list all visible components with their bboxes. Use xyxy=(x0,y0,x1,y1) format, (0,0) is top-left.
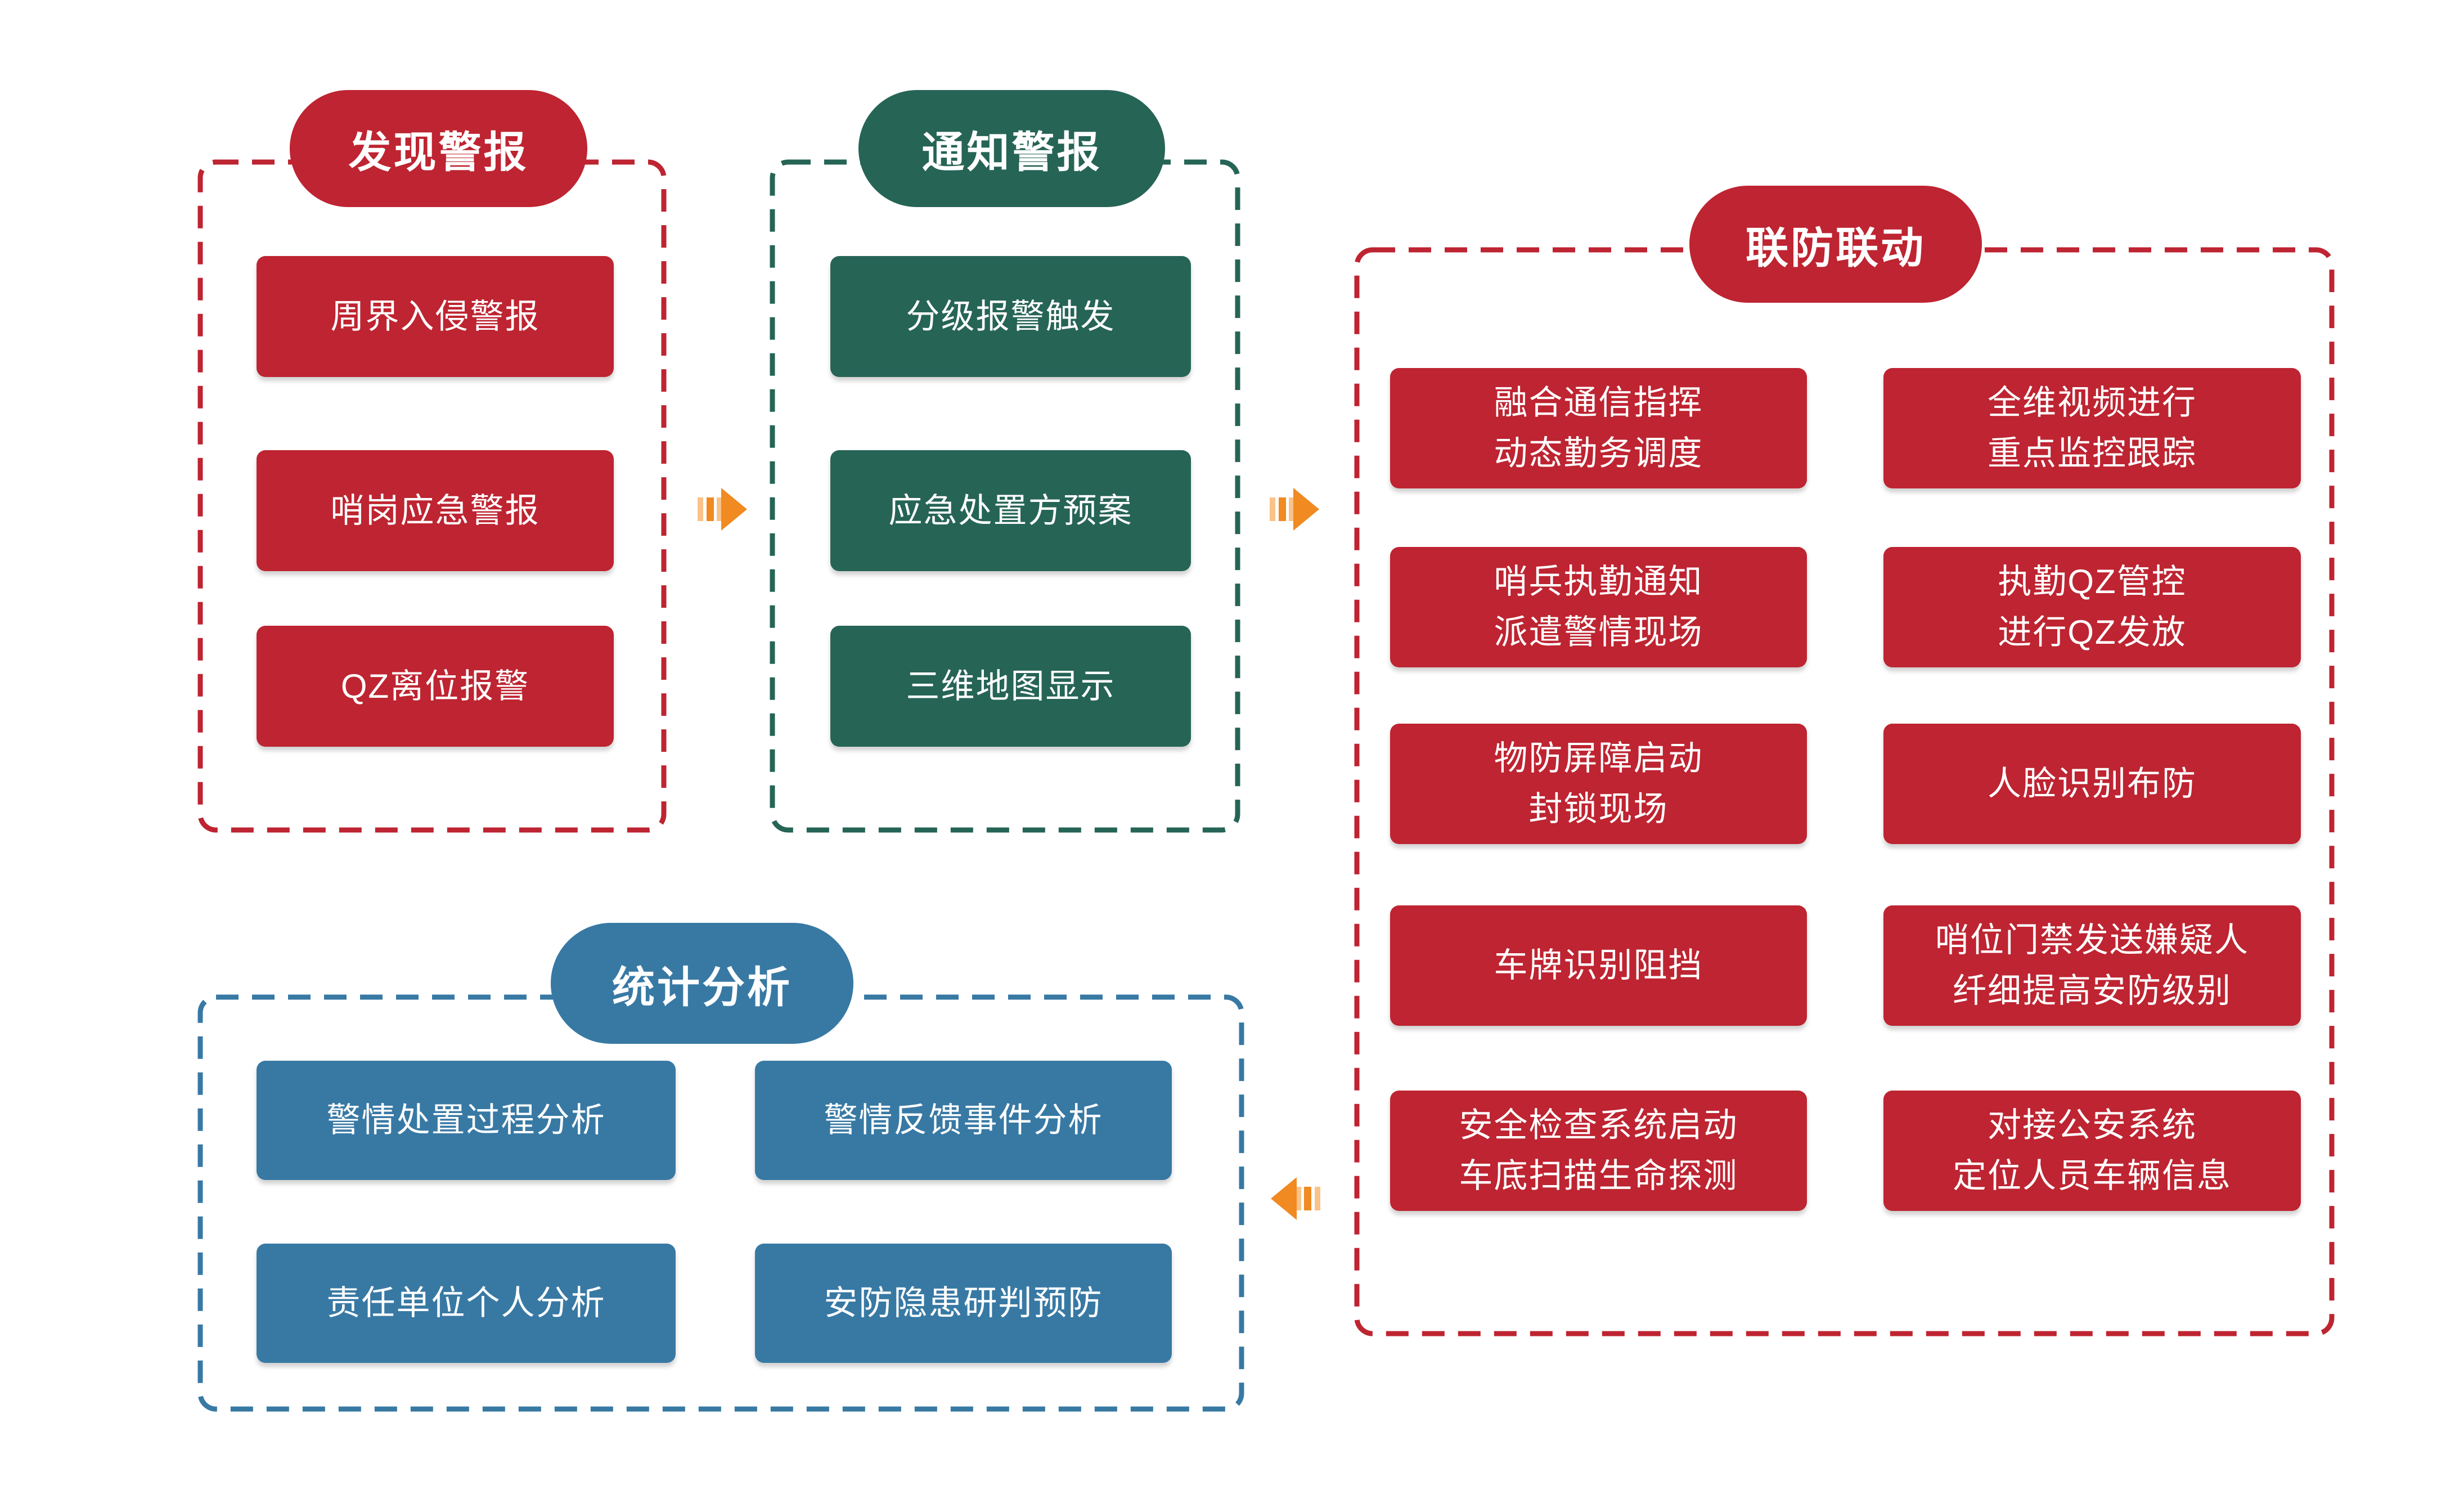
node-sentry-access-suspect-alert: 哨位门禁发送嫌疑人 纤细提高安防级别 xyxy=(1883,905,2301,1026)
node-sentry-emergency-alarm: 哨岗应急警报 xyxy=(257,450,614,571)
node-alarm-feedback-event-analysis: 警情反馈事件分析 xyxy=(755,1061,1172,1180)
arrow-stripe xyxy=(707,497,714,521)
node-graded-alarm-trigger: 分级报警触发 xyxy=(830,256,1191,377)
arrow-stripe xyxy=(1279,497,1286,521)
node-emergency-response-plan: 应急处置方预案 xyxy=(830,450,1191,571)
node-security-check-undercar-scan: 安全检查系统启动 车底扫描生命探测 xyxy=(1390,1091,1807,1211)
node-alarm-handling-process-analysis: 警情处置过程分析 xyxy=(257,1061,676,1180)
pill-discover-alarm-title: 发现警报 xyxy=(290,90,587,207)
pill-joint-defense-title: 联防联动 xyxy=(1689,186,1982,303)
arrow-stripe xyxy=(1270,497,1275,521)
node-face-recognition-deploy: 人脸识别布防 xyxy=(1883,724,2301,844)
node-3d-map-display: 三维地图显示 xyxy=(830,626,1191,747)
pill-notify-alarm-title: 通知警报 xyxy=(858,90,1165,207)
node-police-system-locating: 对接公安系统 定位人员车辆信息 xyxy=(1883,1091,2301,1211)
node-fused-comm-command-dispatch: 融合通信指挥 动态勤务调度 xyxy=(1390,368,1807,488)
node-responsible-unit-person-analysis: 责任单位个人分析 xyxy=(257,1244,676,1363)
node-perimeter-intrusion-alarm: 周界入侵警报 xyxy=(257,256,614,377)
node-qz-out-of-position-alarm: QZ离位报警 xyxy=(257,626,614,747)
node-license-plate-block: 车牌识别阻挡 xyxy=(1390,905,1807,1026)
arrow-stripe xyxy=(1304,1187,1311,1210)
arrow-stripe xyxy=(698,497,703,521)
node-physical-barrier-lockdown: 物防屏障启动 封锁现场 xyxy=(1390,724,1807,844)
flow-arrow-right-icon xyxy=(698,488,747,531)
node-sentry-duty-notify-dispatch: 哨兵执勤通知 派遣警情现场 xyxy=(1390,547,1807,667)
flow-arrow-left-icon xyxy=(1271,1177,1320,1220)
arrow-stripe xyxy=(717,497,721,521)
arrow-head xyxy=(1293,488,1319,531)
pill-statistics-title: 统计分析 xyxy=(551,923,853,1044)
node-security-hazard-prediction: 安防隐患研判预防 xyxy=(755,1244,1172,1363)
node-omni-video-tracking: 全维视频进行 重点监控跟踪 xyxy=(1883,368,2301,488)
flow-arrow-right-icon xyxy=(1270,488,1319,531)
arrow-head xyxy=(721,488,747,531)
arrow-stripe xyxy=(1289,497,1293,521)
node-duty-qz-control-issue: 执勤QZ管控 进行QZ发放 xyxy=(1883,547,2301,667)
arrow-stripe xyxy=(1315,1187,1320,1210)
arrow-stripe xyxy=(1297,1187,1301,1210)
arrow-head xyxy=(1271,1177,1297,1220)
